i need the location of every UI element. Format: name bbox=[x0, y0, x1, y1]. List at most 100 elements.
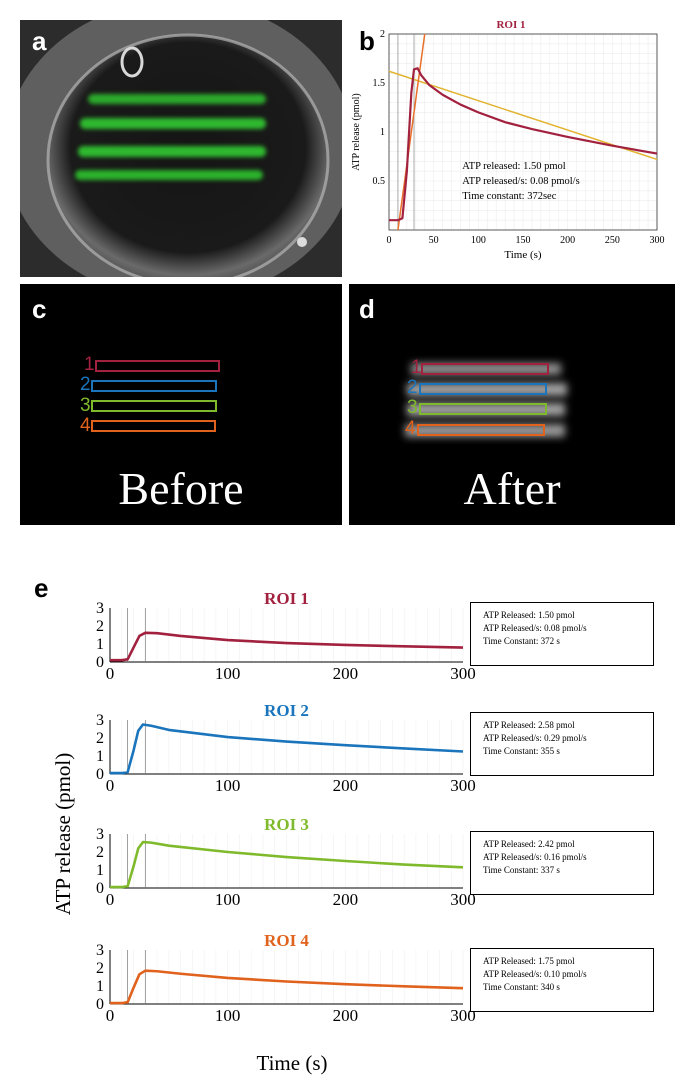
x-tick-label: 0 bbox=[106, 776, 115, 795]
series-line bbox=[110, 840, 464, 889]
x-tick-label: 300 bbox=[650, 235, 665, 246]
x-axis-label: Time (s) bbox=[504, 249, 542, 261]
x-tick-label: 100 bbox=[471, 235, 486, 246]
y-tick-label: 1 bbox=[96, 748, 104, 765]
x-tick-label: 200 bbox=[333, 776, 359, 795]
roi4-info-rate: ATP Released/s: 0.10 pmol/s bbox=[483, 969, 587, 979]
roi4-info-released: ATP Released: 1.75 pmol bbox=[483, 956, 575, 966]
y-tick-label: 2 bbox=[96, 618, 104, 635]
y-tick-label: 0 bbox=[96, 766, 104, 783]
x-tick-label: 100 bbox=[215, 890, 241, 909]
series-line bbox=[110, 969, 464, 1005]
y-tick-label: 3 bbox=[96, 826, 104, 843]
y-tick-label: 3 bbox=[96, 600, 104, 617]
roi-box-4 bbox=[417, 424, 545, 436]
series-line bbox=[389, 67, 658, 222]
y-tick-label: 3 bbox=[96, 942, 104, 959]
roi-label-1: 1 bbox=[84, 354, 95, 375]
x-tick-label: 0 bbox=[387, 235, 392, 246]
chart-title: ROI 2 bbox=[264, 701, 309, 720]
series-line bbox=[110, 723, 464, 775]
roi4-info-box: ATP Released: 1.75 pmol ATP Released/s: … bbox=[470, 948, 654, 1012]
x-tick-label: 0 bbox=[106, 890, 115, 909]
x-tick-label: 0 bbox=[106, 1006, 115, 1025]
chart-title: ROI 1 bbox=[496, 19, 525, 31]
x-tick-label: 300 bbox=[450, 890, 476, 909]
x-axis-label: Time (s) bbox=[257, 1051, 328, 1075]
plot-frame bbox=[388, 33, 658, 231]
roi-label-1: 1 bbox=[411, 357, 422, 378]
x-tick-label: 200 bbox=[333, 1006, 359, 1025]
roi3-info-tau: Time Constant: 337 s bbox=[483, 865, 560, 875]
y-tick-label: 0 bbox=[96, 880, 104, 897]
annotation-text: ATP released: 1.50 pmol bbox=[462, 161, 566, 172]
y-tick-label: 3 bbox=[96, 712, 104, 729]
y-tick-label: 1 bbox=[96, 636, 104, 653]
x-tick-label: 300 bbox=[450, 776, 476, 795]
roi1-info-tau: Time Constant: 372 s bbox=[483, 636, 560, 646]
roi3-info-rate: ATP Released/s: 0.16 pmol/s bbox=[483, 852, 587, 862]
y-tick-label: 0.5 bbox=[373, 176, 386, 187]
roi-label-2: 2 bbox=[407, 377, 418, 398]
x-tick-label: 200 bbox=[333, 664, 359, 683]
x-tick-label: 300 bbox=[450, 664, 476, 683]
roi-box-1 bbox=[95, 360, 220, 372]
roi1-info-rate: ATP Released/s: 0.08 pmol/s bbox=[483, 623, 587, 633]
chart-title: ROI 1 bbox=[264, 589, 309, 608]
x-tick-label: 100 bbox=[215, 776, 241, 795]
x-tick-label: 200 bbox=[560, 235, 575, 246]
roi-box-2 bbox=[91, 380, 217, 392]
y-tick-label: 1 bbox=[96, 862, 104, 879]
y-tick-label: 2 bbox=[380, 29, 385, 40]
roi-box-3 bbox=[91, 400, 217, 412]
y-tick-label: 2 bbox=[96, 960, 104, 977]
y-tick-label: 0 bbox=[96, 996, 104, 1013]
panel-a-image bbox=[20, 20, 342, 277]
panel-e-label: e bbox=[34, 573, 49, 603]
roi-box-4 bbox=[91, 420, 216, 432]
roi-label-4: 4 bbox=[80, 415, 91, 436]
roi1-info-box: ATP Released: 1.50 pmol ATP Released/s: … bbox=[470, 602, 654, 666]
roi3-info-box: ATP Released: 2.42 pmol ATP Released/s: … bbox=[470, 831, 654, 895]
y-tick-label: 2 bbox=[96, 730, 104, 747]
before-caption: Before bbox=[118, 463, 244, 514]
y-tick-label: 1.5 bbox=[373, 78, 386, 89]
roi1-info-released: ATP Released: 1.50 pmol bbox=[483, 610, 575, 620]
chart-title: ROI 4 bbox=[264, 931, 309, 950]
panel-d-image: d 1 2 3 4 After bbox=[349, 284, 675, 525]
x-tick-label: 250 bbox=[605, 235, 620, 246]
after-caption: After bbox=[463, 463, 561, 514]
rise-line bbox=[397, 33, 426, 231]
panel-c-label: c bbox=[32, 294, 47, 324]
roi-box-2 bbox=[419, 383, 547, 395]
y-tick-label: 1 bbox=[96, 978, 104, 995]
roi-label-3: 3 bbox=[407, 397, 418, 418]
roi-box-1 bbox=[421, 363, 549, 375]
panel-a-label: a bbox=[32, 26, 47, 56]
roi4-info-tau: Time Constant: 340 s bbox=[483, 982, 560, 992]
y-axis-label: ATP release (pmol) bbox=[51, 753, 75, 916]
panel-a-micrograph: a bbox=[20, 20, 342, 277]
y-axis-label: ATP release (pmol) bbox=[351, 93, 362, 170]
panel-d-glow bbox=[405, 363, 567, 437]
y-tick-label: 2 bbox=[96, 844, 104, 861]
chart-title: ROI 3 bbox=[264, 815, 309, 834]
x-tick-label: 50 bbox=[429, 235, 439, 246]
x-tick-label: 100 bbox=[215, 1006, 241, 1025]
roi2-info-released: ATP Released: 2.58 pmol bbox=[483, 720, 575, 730]
series-line bbox=[110, 631, 464, 662]
y-tick-label: 0 bbox=[96, 654, 104, 671]
annotation-text: Time constant: 372sec bbox=[462, 191, 556, 202]
roi2-info-rate: ATP Released/s: 0.29 pmol/s bbox=[483, 733, 587, 743]
x-tick-label: 150 bbox=[516, 235, 531, 246]
x-tick-label: 0 bbox=[106, 664, 115, 683]
y-tick-label: 1 bbox=[380, 127, 385, 138]
panel-c-image: c 1 2 3 4 Before bbox=[20, 284, 342, 525]
panel-d-label: d bbox=[359, 294, 375, 324]
roi3-info-released: ATP Released: 2.42 pmol bbox=[483, 839, 575, 849]
x-tick-label: 300 bbox=[450, 1006, 476, 1025]
x-tick-label: 200 bbox=[333, 890, 359, 909]
